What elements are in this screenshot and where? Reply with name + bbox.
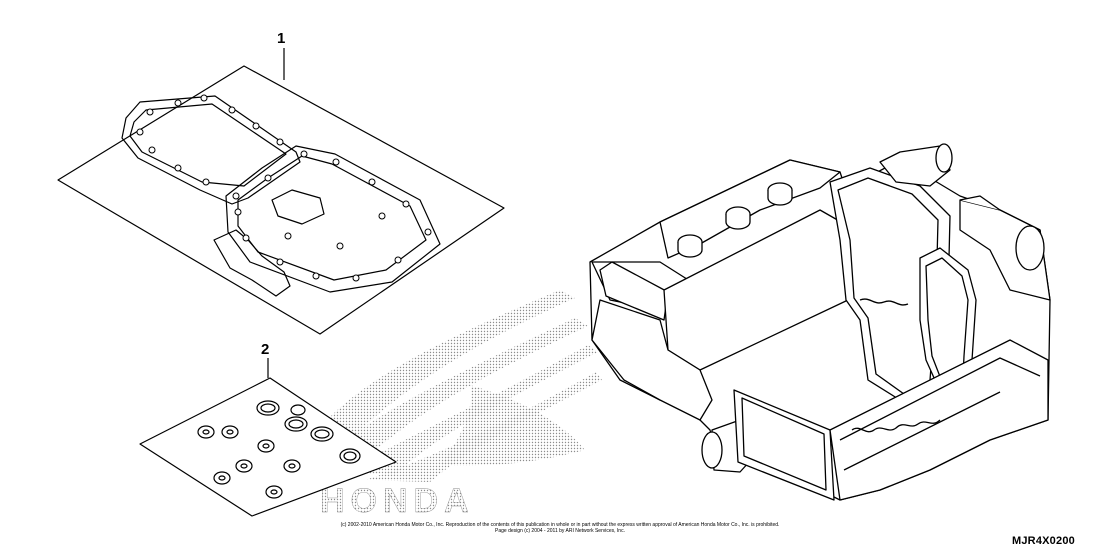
copyright-line-1: (c) 2002-2010 American Honda Motor Co., … (340, 522, 780, 528)
part-1-gasket-set[interactable] (57, 48, 505, 335)
gasket-small-plate (213, 229, 291, 297)
gasket-oilpan-inner (237, 155, 427, 281)
gasket-strainer (271, 189, 325, 225)
gasket-cover-inner (129, 103, 287, 187)
honda-logo-watermark: HONDA (320, 482, 475, 520)
copyright-line-2: Page design (c) 2004 - 2011 by ARI Netwo… (495, 528, 625, 534)
gasket-cover-outer (121, 95, 301, 205)
seal-rings (197, 400, 361, 499)
copyright-notice: (c) 2002-2010 American Honda Motor Co., … (300, 522, 820, 534)
diagram-code: MJR4X0200 (1012, 535, 1075, 547)
part-1-sheet (57, 65, 505, 335)
honda-wing-watermark (318, 290, 602, 482)
engine-block-illustration (589, 143, 1051, 501)
part-callout-1[interactable]: 1 (277, 30, 286, 47)
part-callout-2[interactable]: 2 (261, 341, 270, 358)
gasket-oilpan-outer (225, 145, 441, 293)
gasket-bolt-holes (136, 94, 432, 282)
part-2-seal-set[interactable] (139, 358, 397, 517)
